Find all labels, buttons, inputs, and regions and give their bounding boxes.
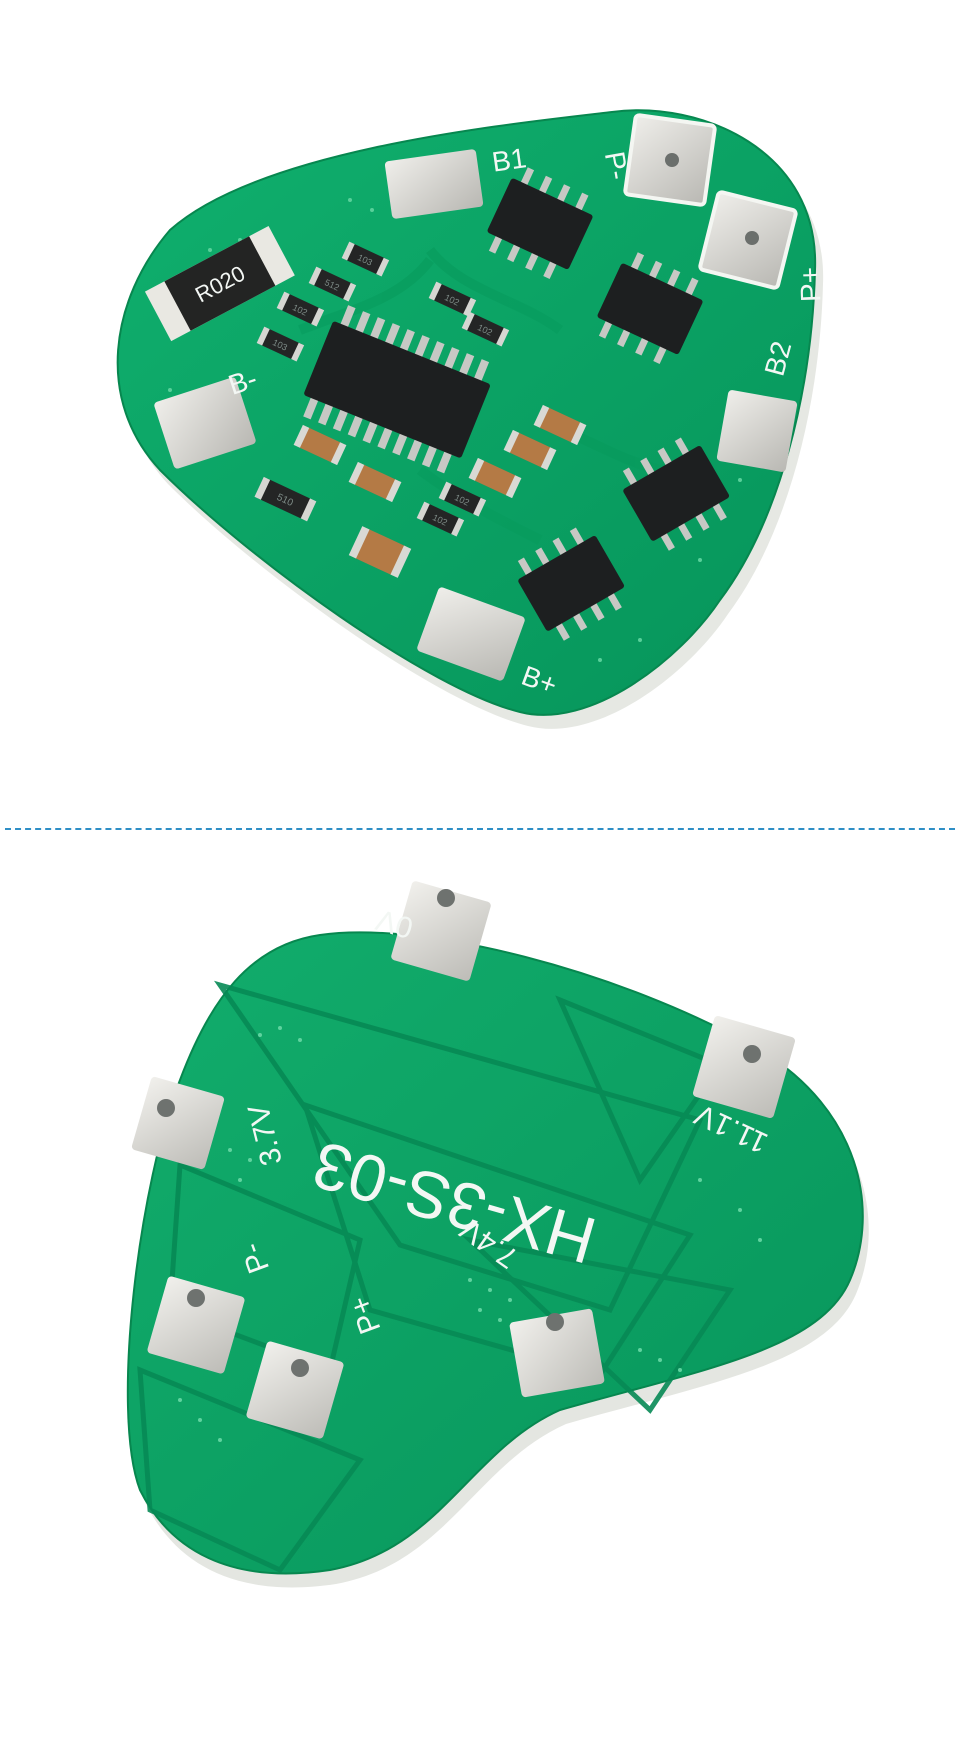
label-p-plus: P+ <box>794 266 826 302</box>
shunt-resistor: R020 <box>144 225 295 342</box>
smd-resistors: 103 512 102 103 102 102 510 102 102 <box>254 241 510 537</box>
label-b1: B1 <box>490 142 528 177</box>
section-divider <box>5 828 955 830</box>
label-p-minus: P- <box>599 149 634 182</box>
capacitors <box>293 404 587 578</box>
mosfet-chips <box>487 167 730 641</box>
top-pads <box>154 113 798 681</box>
protection-ic <box>303 305 490 474</box>
bottom-board-photo: HX-3S-03 0V 3.7V 7.4V 11.1V P- P+ <box>0 850 960 1757</box>
bottom-pads <box>131 881 796 1439</box>
top-board-photo: R020 <box>0 0 960 820</box>
